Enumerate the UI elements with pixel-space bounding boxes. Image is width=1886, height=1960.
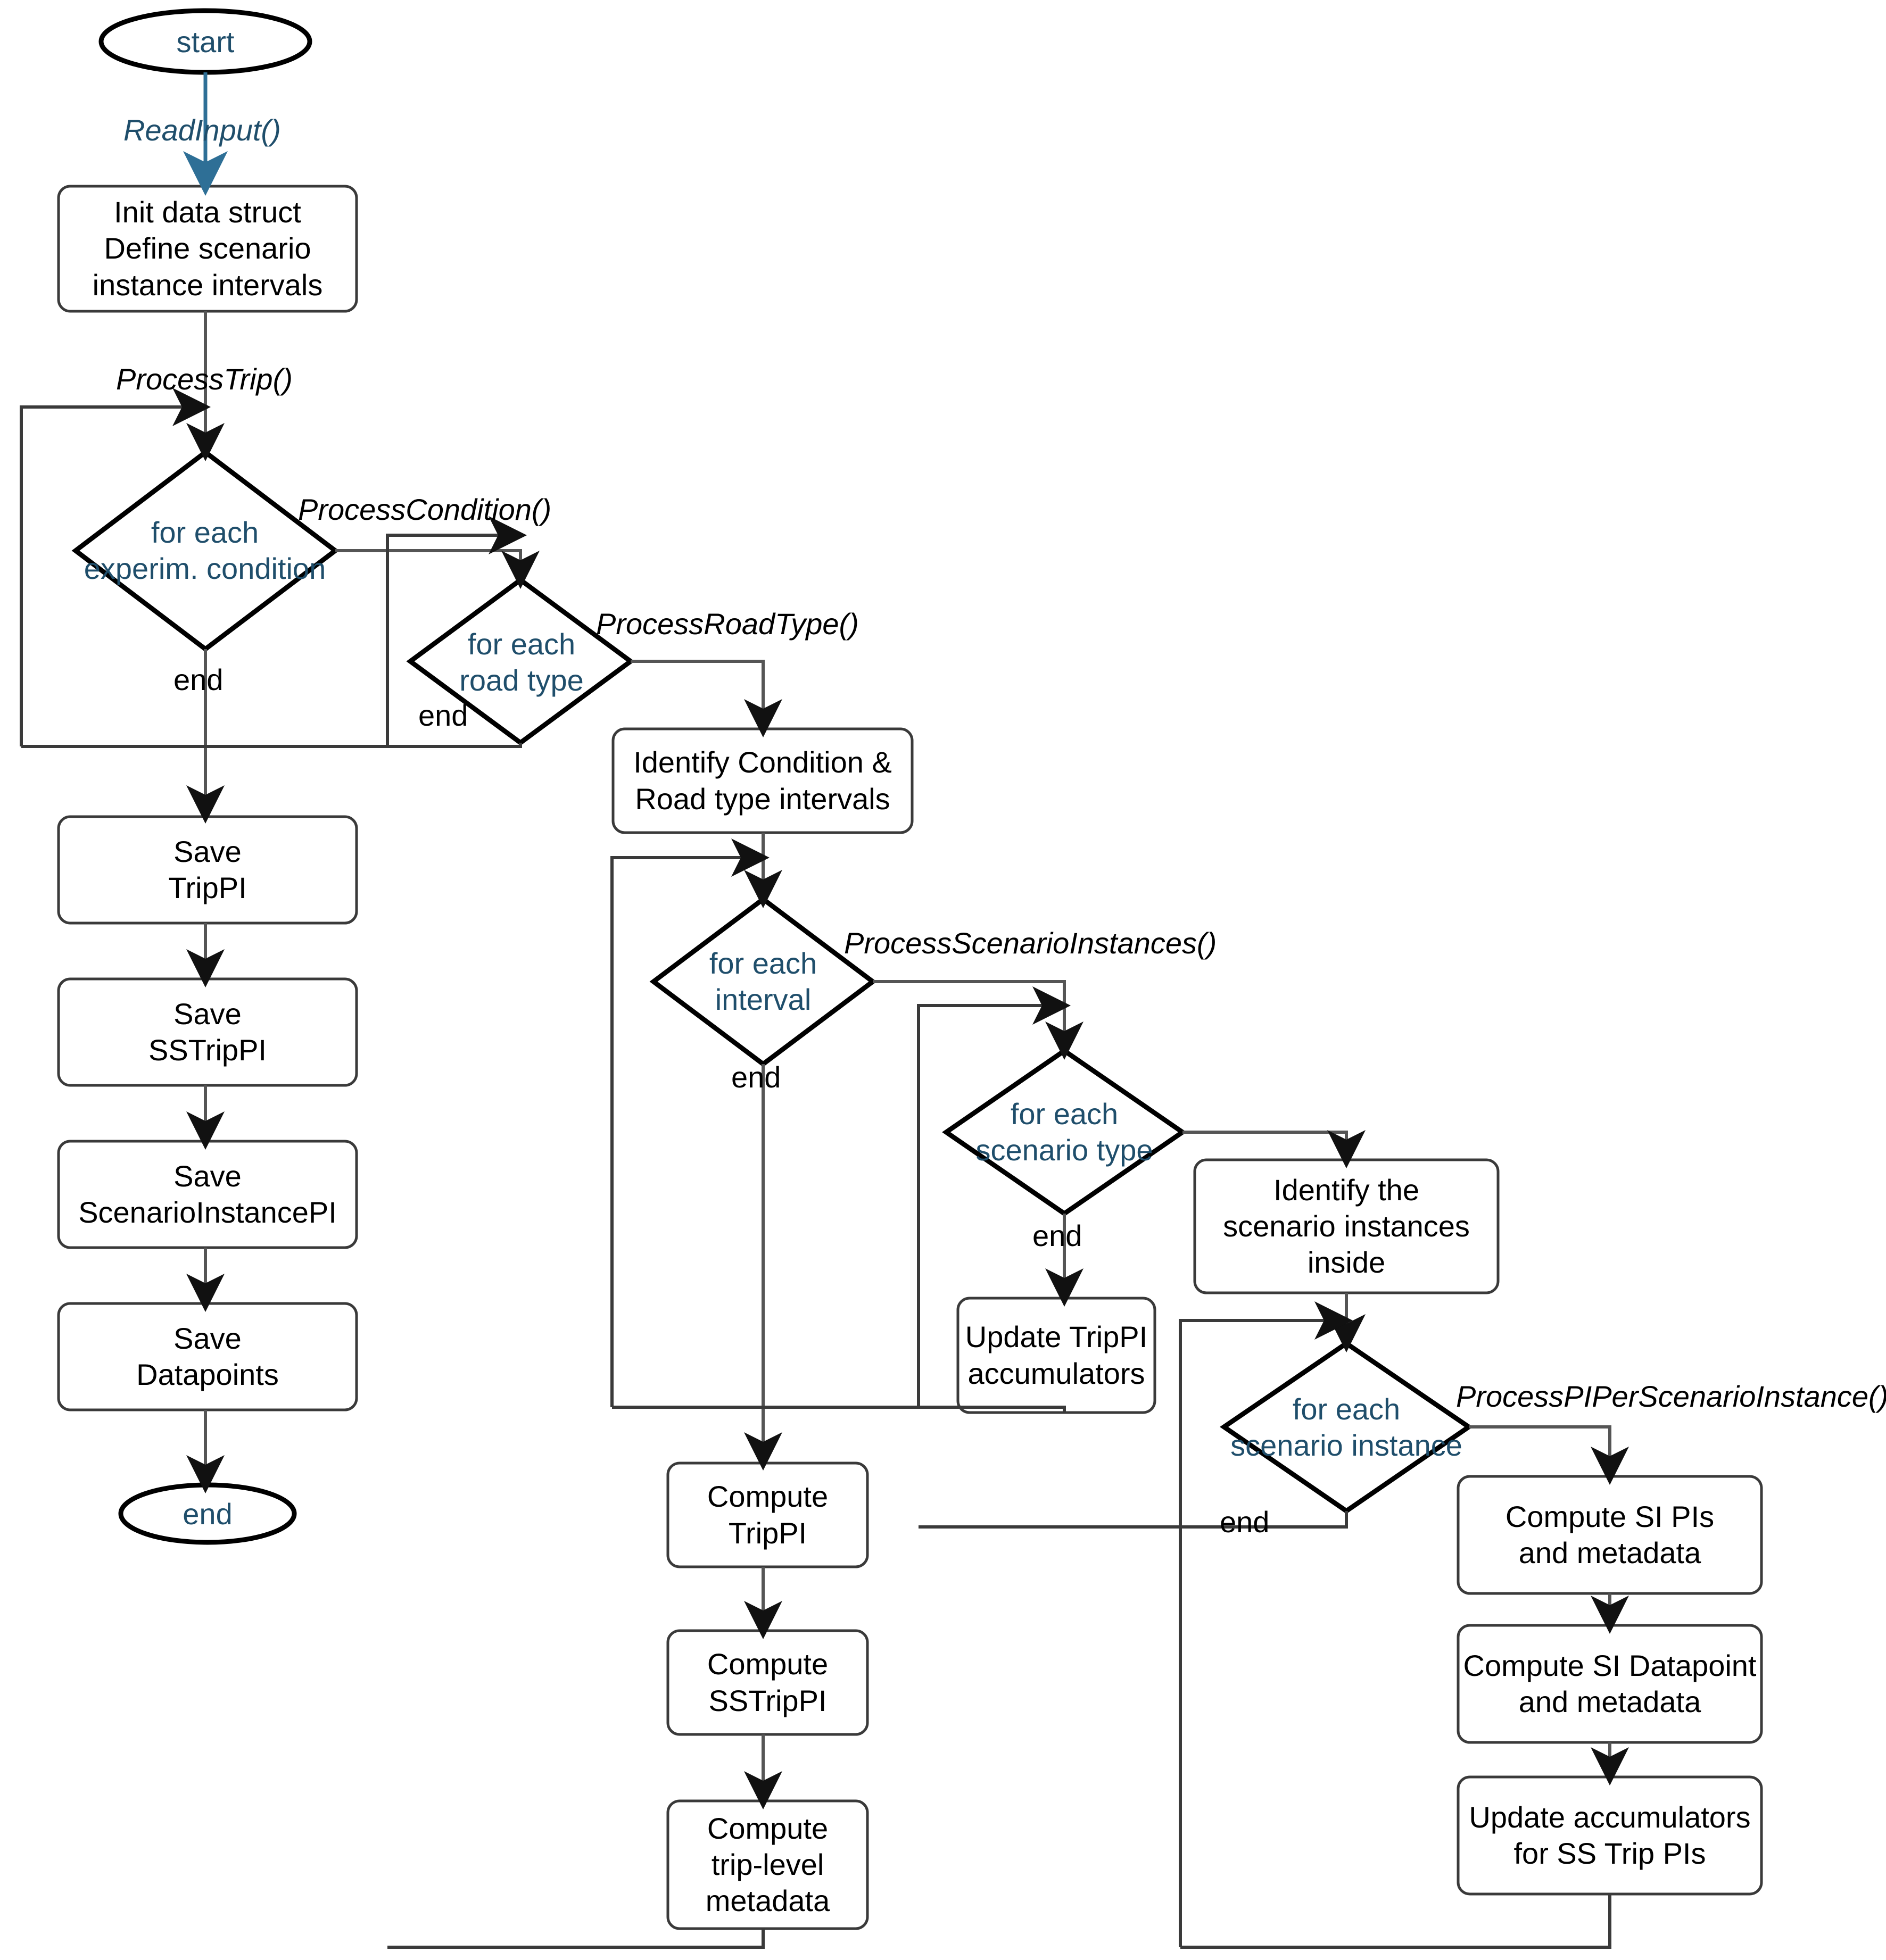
edge-scenarioinstance-to-compute: [1469, 1425, 1629, 1485]
edge-roadtype-to-identify: [631, 660, 782, 737]
decision-scenariotype: [942, 1048, 1187, 1217]
edge-label-process-condition: ProcessCondition(): [298, 493, 552, 526]
edge-label-read-input: ReadInput(): [123, 113, 281, 147]
edge-loopback-interval: [610, 838, 770, 1407]
edge-loopback-scenarioinstance: [1179, 1301, 1353, 1947]
process-identify-si: [1193, 1158, 1500, 1294]
process-compute-tripmeta: [666, 1799, 869, 1930]
edge-condition-to-roadtype: [335, 549, 540, 589]
process-compute-si-pis: [1457, 1475, 1763, 1595]
loop-end-condition: end: [173, 663, 224, 696]
process-compute-sstrippi: [666, 1629, 869, 1736]
decision-interval: [649, 896, 877, 1067]
edge-interval-to-scenariotype: [873, 980, 1083, 1060]
process-save-datapoints: [57, 1302, 358, 1411]
edge-label-process-trip: ProcessTrip(): [116, 362, 293, 396]
process-save-sstrippi: [57, 977, 358, 1087]
process-save-trippi: [57, 815, 358, 925]
decision-condition: [71, 449, 340, 652]
process-compute-si-dp: [1457, 1624, 1763, 1744]
loop-end-roadtype: end: [418, 699, 468, 732]
edge-scenariotype-to-identify-si: [1182, 1130, 1366, 1168]
edge-ss-acc-return: [1180, 1894, 1611, 1949]
process-compute-trippi: [666, 1461, 869, 1568]
process-update-ss-acc: [1457, 1775, 1763, 1896]
process-save-sipi: [57, 1140, 358, 1249]
edge-update-acc-return: [612, 1406, 1066, 1413]
edge-loopback-scenariotype: [917, 986, 1071, 1407]
edge-loopback-condition: [20, 388, 211, 746]
edge-label-process-scenario-instances: ProcessScenarioInstances(): [844, 926, 1217, 960]
loop-end-scenarioinstance: end: [1220, 1505, 1270, 1539]
decision-scenarioinstance: [1220, 1340, 1473, 1514]
loop-end-interval: end: [731, 1060, 781, 1094]
edge-scenarioinstance-end: [919, 1511, 1348, 1529]
terminator-end-label: end: [183, 1497, 233, 1531]
edge-roadtype-end: [21, 743, 522, 748]
edge-label-process-pi-per-si: ProcessPIPerScenarioInstance(): [1456, 1380, 1886, 1413]
edge-tripmeta-return: [387, 1929, 765, 1949]
loop-end-scenariotype: end: [1032, 1219, 1082, 1252]
edge-label-process-roadtype: ProcessRoadType(): [596, 607, 859, 641]
edge-loopback-roadtype: [386, 516, 527, 746]
process-update-trippi-acc: [956, 1297, 1156, 1414]
process-init: [57, 185, 358, 313]
process-identify-intervals: [611, 727, 914, 834]
terminator-start-label: start: [176, 24, 235, 59]
